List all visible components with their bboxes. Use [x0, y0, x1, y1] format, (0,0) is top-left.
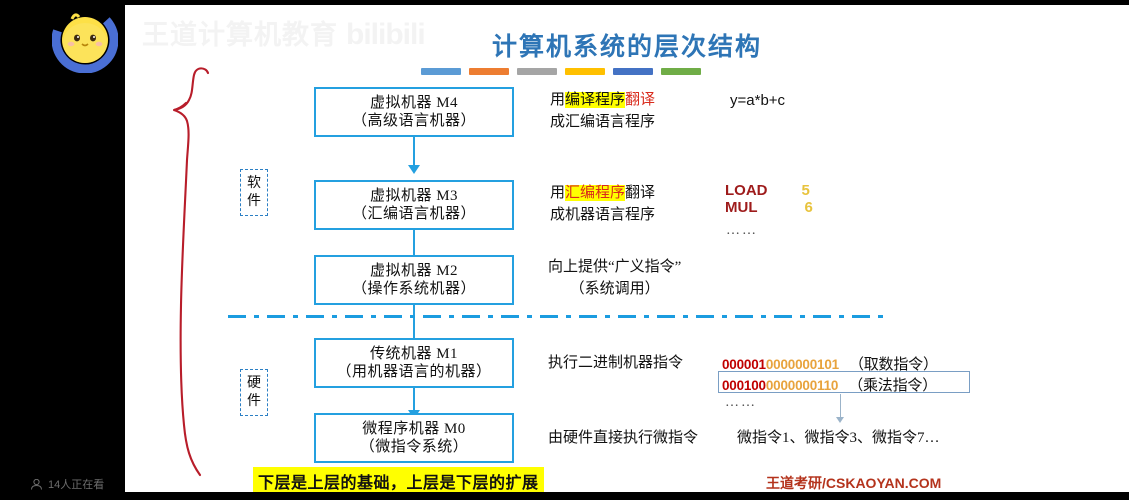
slide-canvas: 王道计算机教育 bilibili 计算机系统的层次结构 软件 硬件 — [125, 5, 1129, 492]
layer-m3-desc-line2: 成机器语言程序 — [550, 206, 656, 223]
layer-box-m4[interactable]: 虚拟机器 M4 （高级语言机器） — [314, 87, 514, 137]
title-bar-3 — [517, 68, 557, 75]
layer-m1-sub: （用机器语言的机器） — [336, 364, 492, 380]
binary-note-2: （乘法指令） — [848, 378, 938, 394]
title-bar-1 — [421, 68, 461, 75]
layer-m4-desc-line1: 用编译程序翻译 — [550, 92, 656, 108]
connector-m4-m3 — [413, 137, 416, 169]
software-hardware-divider — [228, 315, 890, 318]
watermark-brand: bilibili — [346, 18, 426, 51]
chick-avatar-icon[interactable] — [51, 6, 119, 74]
layer-m0-name: 微程序机器 M0 — [362, 420, 466, 437]
binary-note-1: （取数指令） — [848, 357, 938, 373]
watching-count: 14人正在看 — [30, 476, 104, 492]
binary-instruction-row-2: 0001000000000110 （乘法指令） — [722, 374, 937, 395]
layer-m1-name: 传统机器 M1 — [369, 345, 459, 362]
layer-m4-sub: （高级语言机器） — [351, 113, 476, 129]
layer-box-m0[interactable]: 微程序机器 M0 （微指令系统） — [314, 413, 514, 463]
binary-to-micro-arrow-head — [836, 417, 844, 423]
brand-label: 王道考研/CSKAOYAN.COM — [766, 475, 942, 491]
watermark-text: 王道计算机教育 — [142, 20, 338, 50]
side-tag-software-label: 软件 — [247, 176, 261, 209]
bilibili-watermark: 王道计算机教育 bilibili — [142, 13, 426, 52]
layer-m2-desc-line1: 向上提供“广义指令” — [548, 259, 682, 275]
layer-m4-name: 虚拟机器 M4 — [369, 94, 459, 111]
binary-address-2: 0000000110 — [765, 378, 839, 393]
binary-row-highlight-box — [718, 371, 970, 393]
watching-count-label: 14人正在看 — [48, 479, 105, 491]
side-tag-hardware-label: 硬件 — [247, 376, 261, 409]
layer-box-m2[interactable]: 虚拟机器 M2 （操作系统机器） — [314, 255, 514, 305]
layer-m2-description: 向上提供“广义指令” （系统调用） — [548, 257, 681, 301]
bottom-summary-banner: 下层是上层的基础，上层是下层的扩展 — [253, 467, 544, 492]
connector-m3-m2 — [413, 230, 416, 262]
layer-m2-name: 虚拟机器 M2 — [369, 262, 459, 279]
layer-m2-desc-line2: （系统调用） — [569, 280, 660, 297]
layer-m0-description: 由硬件直接执行微指令 — [548, 430, 699, 446]
layer-m3-description: 用汇编程序翻译 成机器语言程序 — [550, 183, 655, 227]
title-bar-6 — [661, 68, 701, 75]
binary-ellipsis: …… — [725, 395, 757, 410]
connector-m2-m1 — [413, 305, 416, 343]
layer-m3-name: 虚拟机器 M3 — [369, 187, 459, 204]
binary-opcode-2: 000100 — [722, 378, 766, 393]
layer-m1-description: 执行二进制机器指令 — [548, 355, 684, 371]
binary-to-micro-arrow-line — [840, 394, 842, 420]
layer-box-m1[interactable]: 传统机器 M1 （用机器语言的机器） — [314, 338, 514, 388]
layer-m3-sub: （汇编语言机器） — [351, 206, 476, 222]
binary-instruction-row-1: 0000010000000101 （取数指令） — [722, 353, 938, 374]
layer-m4-example: y=a*b+c — [730, 92, 786, 109]
red-handdrawn-brace — [160, 65, 230, 485]
title-bar-4 — [565, 68, 605, 75]
side-tag-hardware: 硬件 — [240, 369, 268, 416]
layer-m3-code-ellipsis: …… — [726, 223, 758, 238]
title-decor-bars — [421, 68, 701, 75]
layer-m0-sub: （微指令系统） — [359, 439, 469, 455]
layer-box-m3[interactable]: 虚拟机器 M3 （汇编语言机器） — [314, 180, 514, 230]
binary-opcode-1: 000001 — [722, 357, 766, 372]
binary-address-1: 0000000101 — [765, 357, 839, 372]
layer-m4-description: 用编译程序翻译 成汇编语言程序 — [550, 90, 655, 134]
page-title: 计算机系统的层次结构 — [491, 32, 762, 61]
title-bar-2 — [469, 68, 509, 75]
layer-m0-micro-list: 微指令1、微指令3、微指令7… — [737, 430, 940, 446]
connector-m1-m0 — [413, 388, 416, 414]
title-bar-5 — [613, 68, 653, 75]
layer-m3-desc-line1: 用汇编程序翻译 — [550, 185, 656, 201]
layer-m2-sub: （操作系统机器） — [351, 281, 476, 297]
side-tag-software: 软件 — [240, 169, 268, 216]
person-icon — [30, 478, 43, 490]
layer-m4-desc-line2: 成汇编语言程序 — [550, 113, 656, 130]
connector-m4-m3-arrow — [408, 165, 420, 174]
